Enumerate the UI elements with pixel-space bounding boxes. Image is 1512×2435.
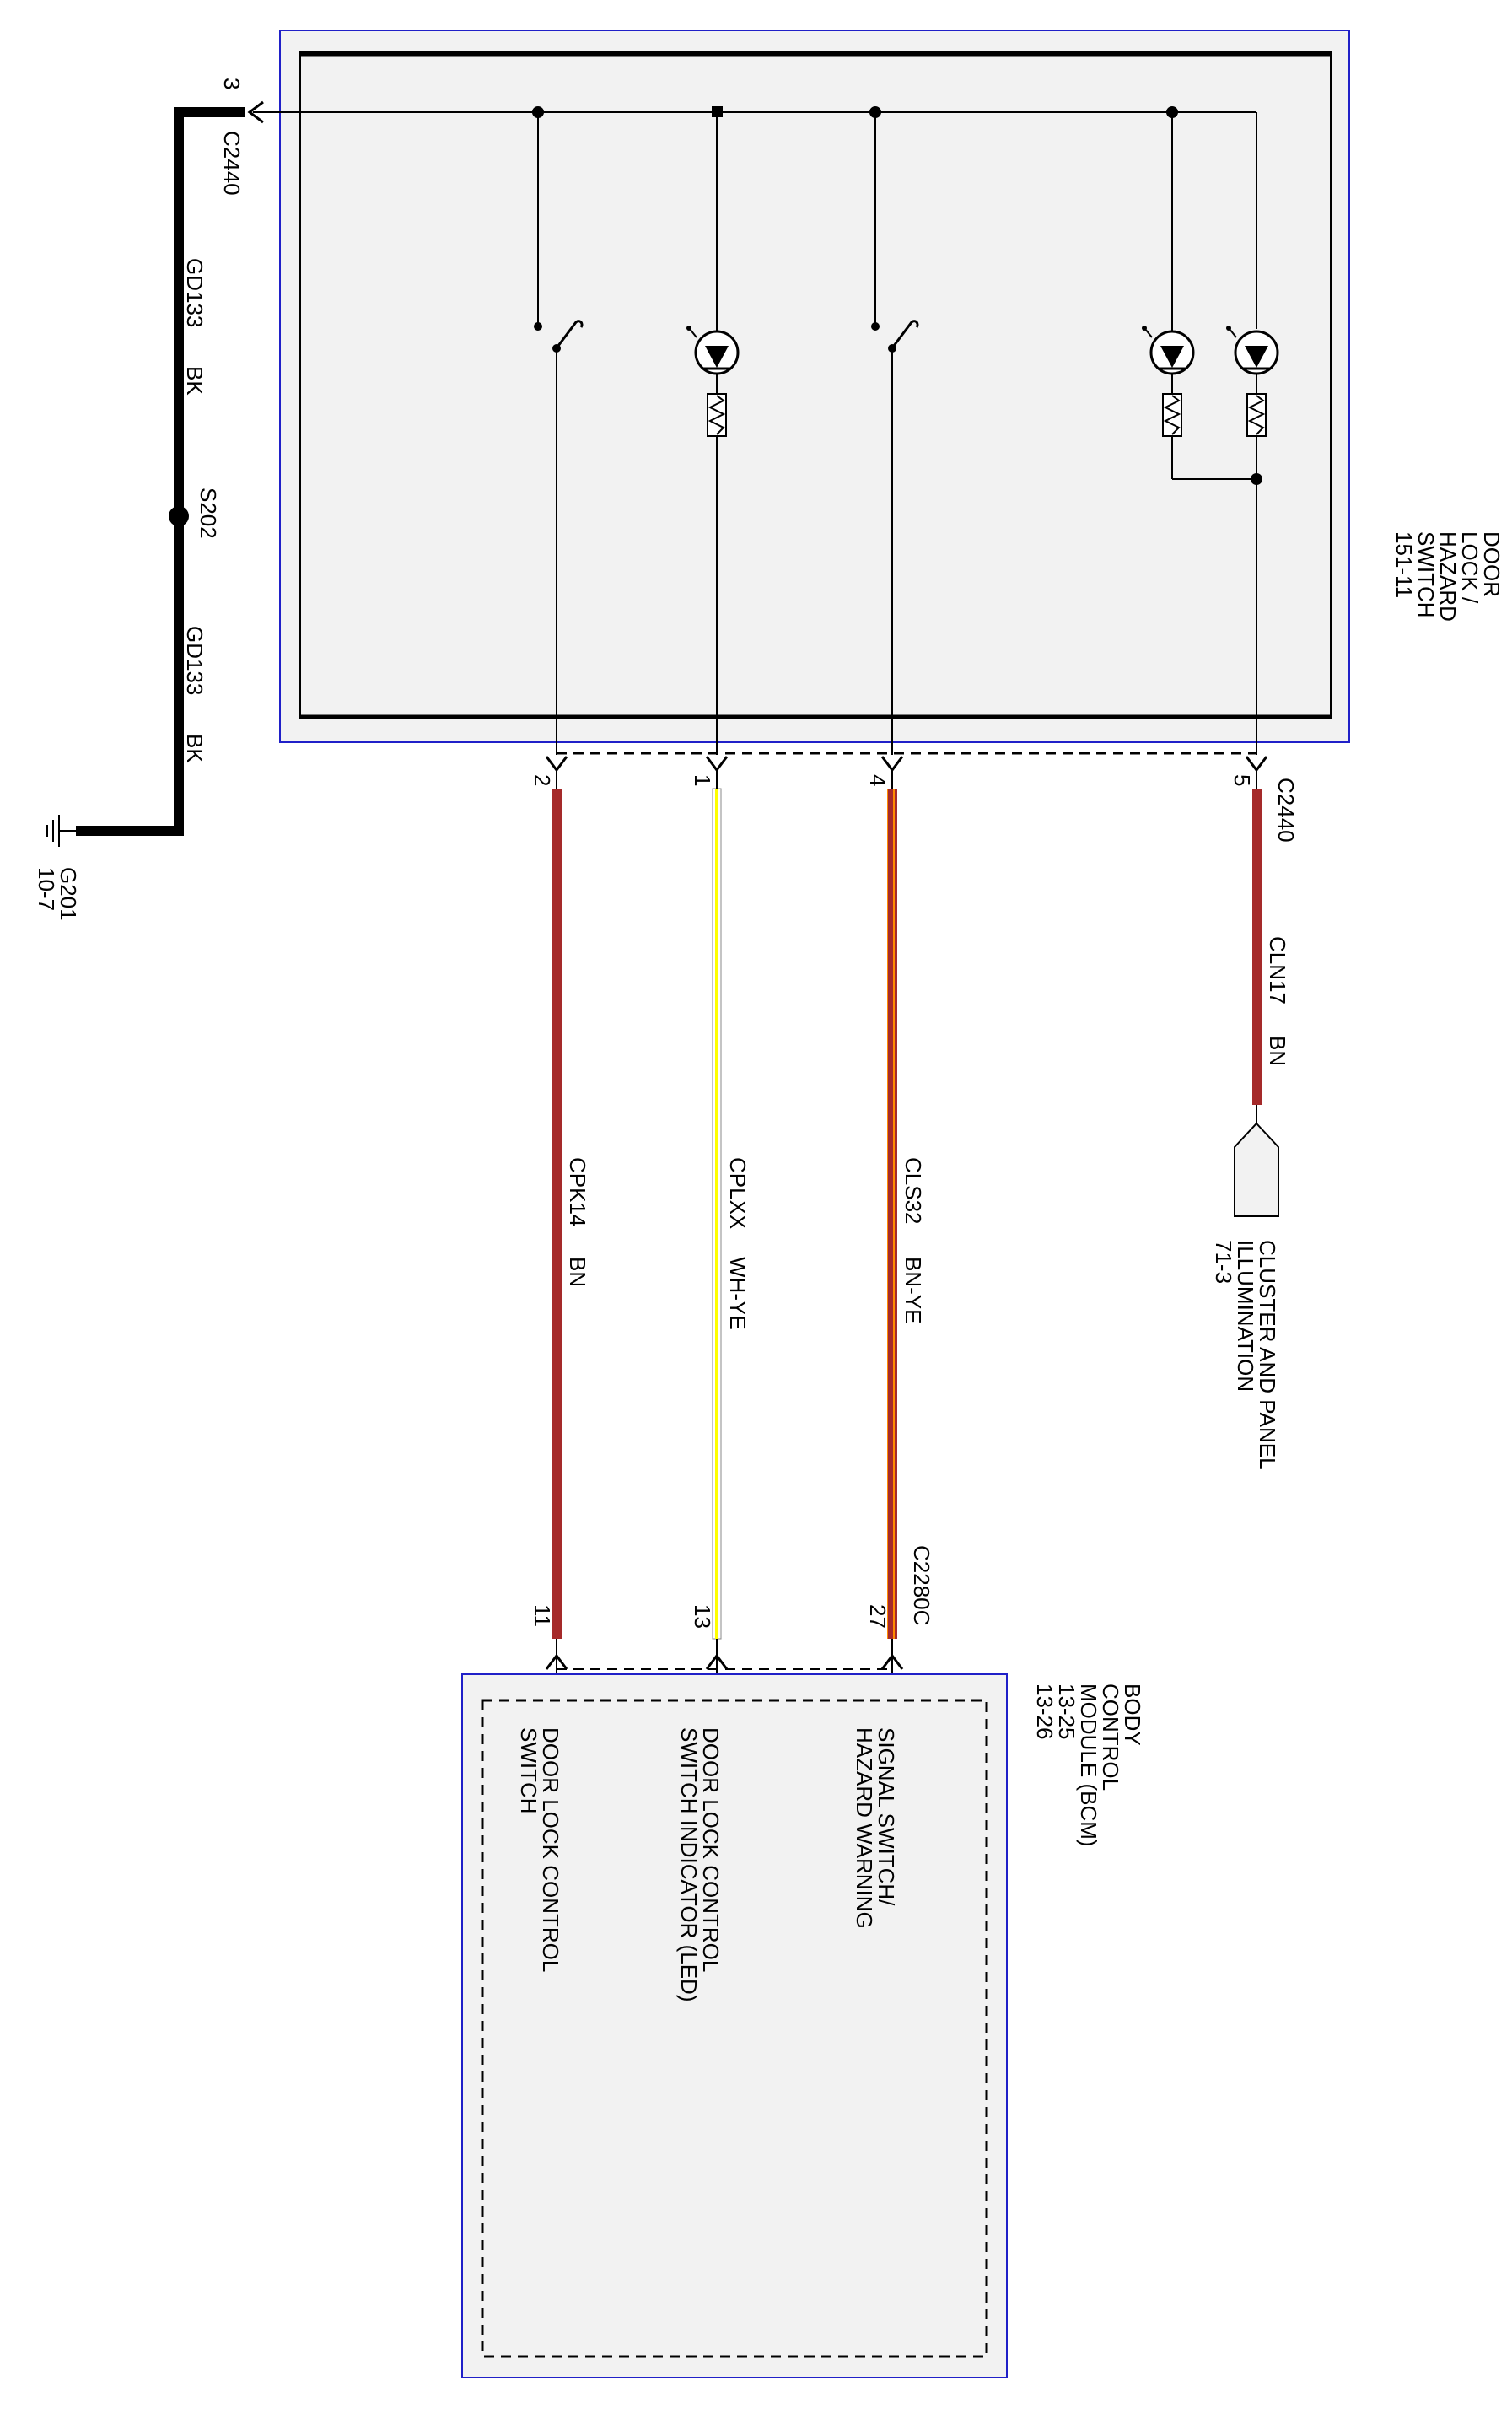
led1-resistor-zigzag — [708, 395, 726, 435]
led1-ray-dot — [686, 326, 691, 331]
led3-ray-dot — [1226, 326, 1231, 331]
fn-hazard-line-1: SIGNAL SWITCH/ — [874, 1727, 899, 1906]
illumination-page-ref: 71-3 — [1211, 1240, 1236, 1284]
illumination-name-line-1: CLUSTER AND PANEL — [1255, 1240, 1280, 1470]
switch-frame — [279, 30, 1350, 743]
circuit-cls32: CLS32 — [901, 1157, 926, 1225]
gd133-upper-circuit: GD133 — [182, 258, 207, 327]
led-tie-junction — [1251, 473, 1262, 485]
wire-cplxx-tracer — [715, 789, 718, 1639]
led3-ray — [1229, 328, 1237, 338]
wire-cpk14 — [552, 789, 562, 1639]
c2280c-label: C2280C — [909, 1545, 934, 1625]
gd133-wire — [76, 107, 245, 836]
pin-bottom-cls32: 27 — [865, 1604, 891, 1629]
pin5-arrow — [1245, 756, 1268, 773]
color-cpk14: BN — [565, 1257, 590, 1287]
pin2-arrow — [545, 756, 568, 773]
harness-wires: 2 1 4 5 C2440 11 13 27 C2280C CPK14 BN C… — [530, 770, 1299, 1683]
bcm-page-ref-1: 13-25 — [1054, 1683, 1079, 1740]
g201-ref: 10-7 — [34, 867, 59, 911]
circuit-cln17: CLN17 — [1265, 936, 1290, 1005]
bus-junction-2 — [712, 106, 723, 117]
switch-name-line-4: SWITCH — [1413, 531, 1439, 618]
gd133-lower-color: BK — [182, 734, 207, 763]
color-cls32: BN-YE — [901, 1257, 926, 1323]
door-lock-indicator-led — [686, 112, 740, 755]
illumination-jump-connector — [1234, 1122, 1279, 1217]
illumination-led-right — [1226, 326, 1279, 755]
circuit-cpk14: CPK14 — [565, 1157, 590, 1226]
switch1-upper-contact — [534, 322, 542, 331]
pin-bottom-cplxx: 13 — [690, 1604, 715, 1629]
bcm-function-door-lock-indicator: DOOR LOCK CONTROL SWITCH INDICATOR (LED) — [676, 1727, 724, 2001]
fn-door-lock-indicator-line-2: SWITCH INDICATOR (LED) — [676, 1727, 702, 2001]
fn-door-lock-indicator-line-1: DOOR LOCK CONTROL — [698, 1727, 724, 1972]
fn-door-lock-switch-line-1: DOOR LOCK CONTROL — [538, 1727, 563, 1972]
led1-ray — [689, 328, 697, 338]
s202-splice — [169, 506, 189, 526]
pin-top-cpk14: 2 — [530, 774, 555, 786]
bcm-function-hazard: SIGNAL SWITCH/ HAZARD WARNING — [852, 1727, 899, 1929]
bcm-name-line-3: MODULE (BCM) — [1076, 1683, 1101, 1847]
pin13-arrow — [705, 1653, 729, 1670]
color-cplxx: WH-YE — [725, 1257, 751, 1330]
body-control-module: DOOR LOCK CONTROL SWITCH DOOR LOCK CONTR… — [461, 1653, 1145, 2378]
hazard-switch-contact — [871, 112, 919, 755]
led3-resistor-zigzag — [1247, 395, 1266, 435]
s202-label: S202 — [196, 488, 221, 539]
pin-top-cls32: 4 — [865, 774, 891, 786]
pin4-arrow — [880, 756, 904, 773]
ground-connector-label: C2440 — [219, 131, 245, 196]
bcm-name-line-1: BODY — [1120, 1683, 1145, 1746]
pin-bottom-cpk14: 11 — [530, 1604, 555, 1627]
pin1-arrow — [705, 756, 729, 773]
color-cln17: BN — [1265, 1036, 1290, 1066]
illumination-name-line-2: ILLUMINATION — [1233, 1240, 1258, 1392]
switch-module-label: DOOR LOCK / HAZARD SWITCH 151-11 — [1391, 531, 1504, 622]
switch2-upper-contact — [871, 322, 880, 331]
led3-triangle — [1245, 346, 1268, 368]
bcm-name-line-2: CONTROL — [1098, 1683, 1123, 1791]
led2-resistor-zigzag — [1163, 395, 1181, 435]
illumination-label: CLUSTER AND PANEL ILLUMINATION 71-3 — [1211, 1240, 1280, 1470]
pin27-arrow — [880, 1653, 904, 1670]
bcm-page-ref-2: 13-26 — [1032, 1683, 1057, 1740]
switch1-blade — [557, 320, 584, 347]
bcm-internal-box — [481, 1699, 988, 2358]
fn-door-lock-switch-line-2: SWITCH — [516, 1727, 541, 1814]
led1-triangle — [705, 346, 729, 368]
switch-name-line-3: HAZARD — [1435, 531, 1461, 622]
switch-name-line-1: DOOR — [1479, 531, 1504, 597]
pin-top-cln17: 5 — [1230, 774, 1255, 786]
illumination-led-left — [1142, 112, 1256, 480]
bcm-label: BODY CONTROL MODULE (BCM) 13-25 13-26 — [1032, 1683, 1145, 1847]
g201-label: G201 — [56, 867, 81, 921]
switch-page-ref: 151-11 — [1391, 531, 1417, 598]
wire-cln17 — [1252, 789, 1262, 1105]
switch-name-line-2: LOCK / — [1457, 531, 1482, 604]
bcm-frame — [461, 1673, 1008, 2378]
led2-ray — [1144, 328, 1153, 338]
pin3-arrow — [247, 100, 264, 124]
ground-circuit: 3 C2440 GD133 BK S202 GD133 BK G201 10-7 — [34, 78, 264, 921]
gd133-upper-color: BK — [182, 366, 207, 396]
door-lock-hazard-switch: DOOR LOCK / HAZARD SWITCH 151-11 — [253, 30, 1504, 773]
led2-triangle — [1160, 346, 1184, 368]
gd133-lower-circuit: GD133 — [182, 626, 207, 695]
c2440-lower-label: C2440 — [1273, 778, 1299, 843]
fn-hazard-line-2: HAZARD WARNING — [852, 1727, 877, 1929]
bcm-function-door-lock-switch: DOOR LOCK CONTROL SWITCH — [516, 1727, 563, 1972]
led2-ray-dot — [1142, 326, 1147, 331]
pin11-arrow — [545, 1653, 568, 1670]
switch2-blade — [892, 320, 919, 347]
door-lock-switch-contact — [534, 112, 584, 755]
pin-top-cplxx: 1 — [690, 774, 715, 786]
pin3-label: 3 — [219, 78, 245, 89]
circuit-cplxx: CPLXX — [725, 1157, 751, 1229]
wire-cls32 — [887, 789, 897, 1639]
